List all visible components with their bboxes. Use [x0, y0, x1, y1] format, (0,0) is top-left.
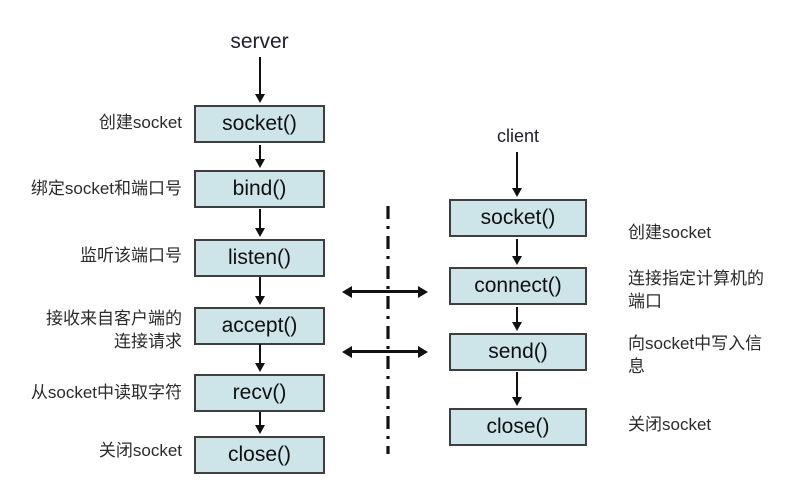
label-line: 监听该端口号 — [80, 246, 182, 265]
label-line: 从socket中读取字符 — [30, 383, 182, 402]
server-box-recv: recv() — [194, 374, 325, 412]
client-box-connect: connect() — [449, 267, 587, 305]
down-arrow-icon — [512, 372, 522, 406]
down-arrow-icon — [255, 145, 265, 168]
send-data-arrow-icon — [342, 345, 428, 358]
down-arrow-icon — [512, 307, 522, 331]
label-line: 创建socket — [98, 113, 182, 132]
label-line: 连接指定计算机的 — [628, 269, 764, 288]
client-label-send: 向socket中写入信 息 — [628, 332, 762, 378]
down-arrow-icon — [255, 209, 265, 237]
client-box-socket: socket() — [449, 199, 587, 237]
server-label-close: 关闭socket — [99, 439, 182, 462]
label-line: 关闭socket — [98, 441, 182, 460]
label-line: 关闭socket — [628, 415, 712, 434]
connect-handshake-arrow-icon — [342, 285, 428, 298]
down-arrow-icon — [512, 152, 522, 197]
server-box-socket: socket() — [194, 105, 325, 143]
network-boundary-line — [386, 206, 390, 454]
server-label-recv: 从socket中读取字符 — [31, 381, 182, 404]
client-label-connect: 连接指定计算机的 端口 — [628, 267, 764, 313]
label-line: 接收来自客户端的 — [46, 309, 182, 328]
server-box-accept: accept() — [194, 307, 325, 345]
label-line: 绑定socket和端口号 — [30, 179, 182, 198]
server-box-bind: bind() — [194, 170, 325, 208]
client-title: client — [496, 126, 540, 146]
down-arrow-icon — [255, 412, 265, 434]
down-arrow-icon — [512, 239, 522, 265]
server-box-close: close() — [194, 436, 325, 474]
server-label-socket: 创建socket — [99, 111, 182, 134]
label-line: 连接请求 — [114, 332, 182, 351]
down-arrow-icon — [255, 57, 265, 103]
client-box-send: send() — [449, 333, 587, 371]
down-arrow-icon — [255, 277, 265, 305]
client-box-close: close() — [449, 408, 587, 446]
server-title: server — [230, 30, 289, 53]
label-line: 创建socket — [628, 223, 712, 242]
label-line: 端口 — [628, 292, 662, 311]
server-label-listen: 监听该端口号 — [80, 244, 182, 267]
down-arrow-icon — [255, 344, 265, 372]
server-label-bind: 绑定socket和端口号 — [31, 177, 182, 200]
client-label-socket: 创建socket — [628, 221, 711, 244]
server-box-listen: listen() — [194, 239, 325, 277]
client-label-close: 关闭socket — [628, 413, 711, 436]
server-label-accept: 接收来自客户端的 连接请求 — [46, 307, 182, 353]
label-line: 向socket中写入信 — [628, 334, 763, 353]
label-line: 息 — [628, 357, 645, 376]
